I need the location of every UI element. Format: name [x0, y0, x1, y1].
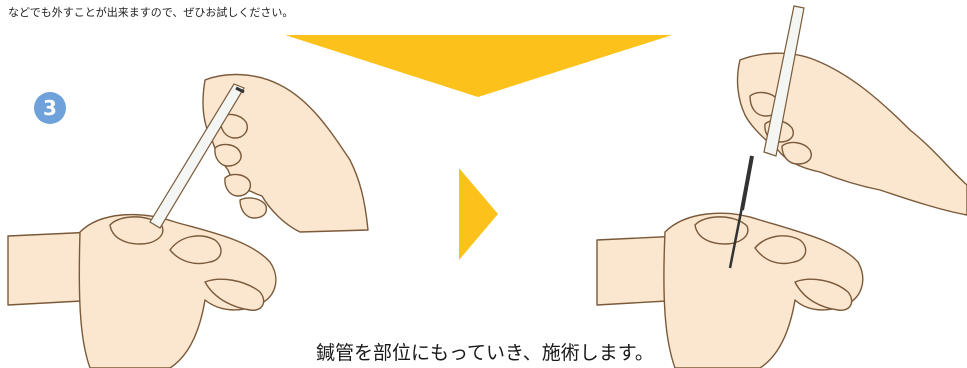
right-needle-tube: [728, 5, 805, 269]
left-needle-tube: [149, 83, 245, 229]
intro-text: などでも外すことが出来ますので、ぜひお試しください。: [8, 6, 294, 19]
step-number-badge: 3: [34, 92, 66, 124]
right-hands-illustration: [596, 52, 967, 368]
down-triangle-icon: [285, 35, 672, 97]
left-hands-illustration: [7, 73, 369, 368]
step-caption: 鍼管を部位にもっていき、施術します。: [316, 342, 654, 364]
right-triangle-icon: [459, 168, 498, 260]
